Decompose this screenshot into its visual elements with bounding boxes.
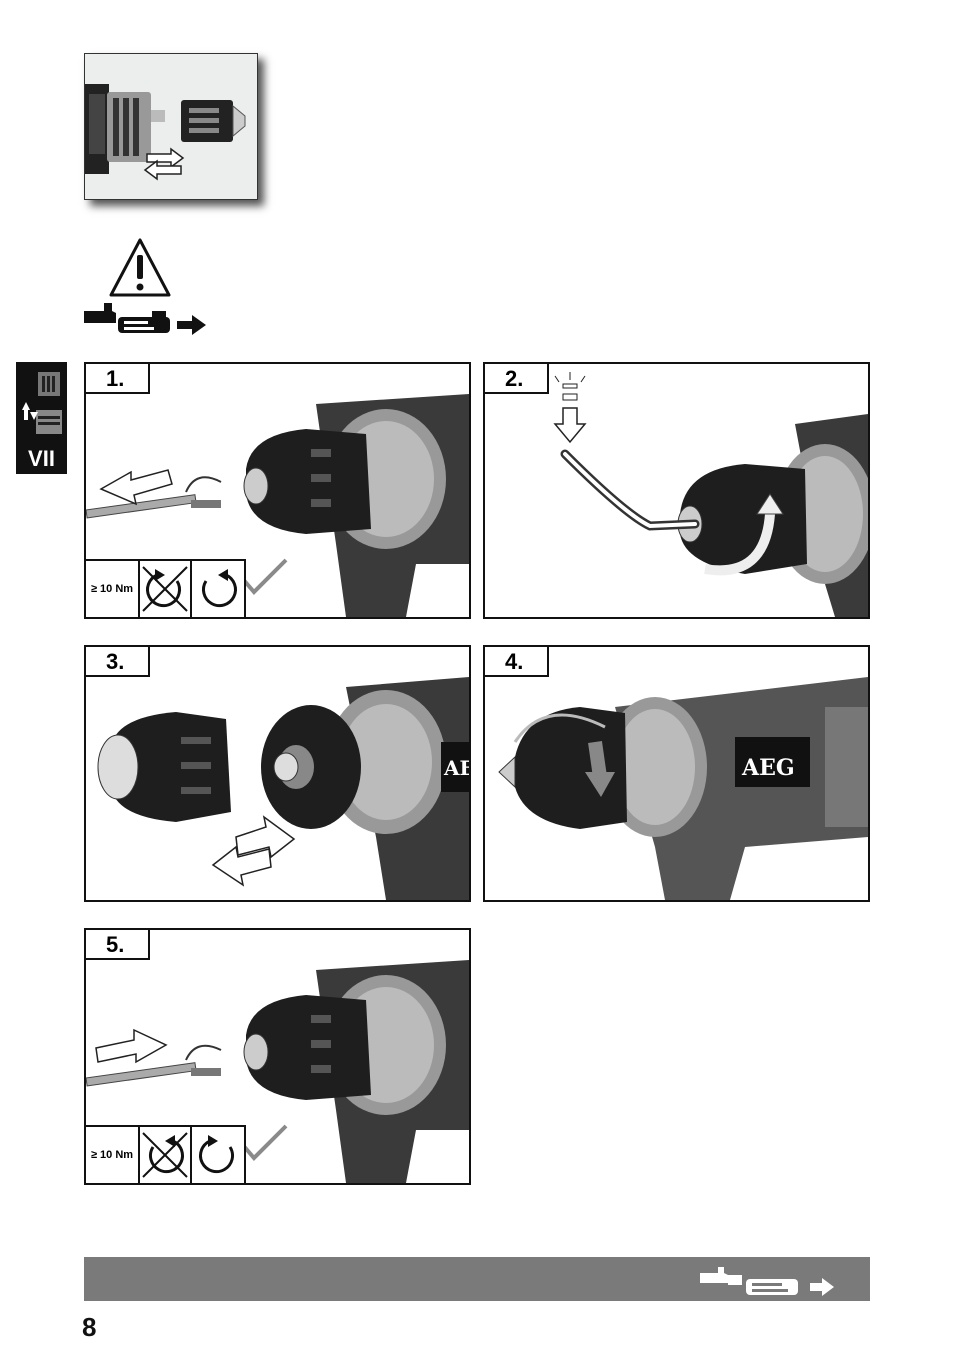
footer-bar	[84, 1257, 870, 1301]
step-3-panel: 3. AEG	[84, 645, 471, 902]
step-5-torque-box: ≥ 10 Nm	[86, 1125, 246, 1183]
remove-battery-icon	[82, 297, 212, 337]
remove-battery-icon	[698, 1263, 838, 1297]
no-clockwise-icon	[140, 1127, 192, 1183]
page-number: 8	[82, 1312, 96, 1343]
step-1-label: 1.	[86, 364, 150, 394]
hex-key-insert-icon	[555, 372, 585, 442]
counterclockwise-icon	[192, 1127, 244, 1183]
swap-arrows-icon	[145, 149, 183, 179]
clockwise-icon	[192, 561, 244, 617]
step-2-label: 2.	[485, 364, 549, 394]
chuck-change-icon	[16, 362, 67, 444]
step-2-illustration	[485, 364, 868, 617]
step-4-label: 4.	[485, 647, 549, 677]
chuck-overview-image	[84, 53, 258, 200]
step-3-label: 3.	[86, 647, 150, 677]
svg-text:AEG: AEG	[443, 756, 469, 780]
chapter-number: VII	[16, 446, 67, 472]
step-3-illustration: AEG	[86, 647, 469, 900]
step-1-panel: 1. ≥ 10 Nm	[84, 362, 471, 619]
torque-value: ≥ 10 Nm	[86, 1127, 140, 1183]
svg-text:AEG: AEG	[741, 755, 795, 781]
step-1-torque-box: ≥ 10 Nm	[86, 559, 246, 617]
warning-triangle-icon	[108, 237, 172, 299]
step-4-panel: 4. AEG	[483, 645, 870, 902]
swap-arrows-icon	[213, 817, 294, 885]
step-2-panel: 2.	[483, 362, 870, 619]
step-4-illustration: AEG	[485, 647, 868, 900]
step-5-label: 5.	[86, 930, 150, 960]
step-5-panel: 5. ≥ 10 Nm	[84, 928, 471, 1185]
chapter-tab: VII	[16, 362, 67, 474]
no-counterclockwise-icon	[140, 561, 192, 617]
torque-value: ≥ 10 Nm	[86, 561, 140, 617]
